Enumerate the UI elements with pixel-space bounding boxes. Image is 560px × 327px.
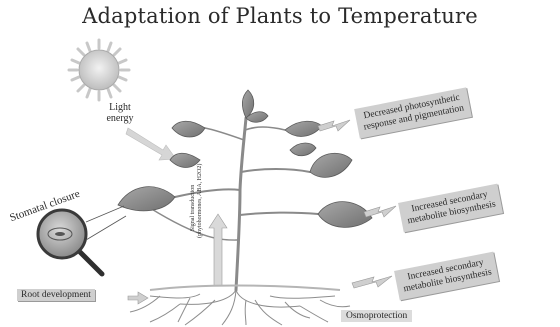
magnifier-icon bbox=[38, 206, 126, 274]
roots bbox=[130, 290, 350, 325]
sun-icon bbox=[69, 40, 129, 100]
signal-transduction-label: Signal transduction (phytohormones, ABA,… bbox=[190, 178, 204, 238]
signal-line2: (phytohormones, ABA, H2O2) bbox=[197, 178, 204, 238]
light-label-line2: energy bbox=[97, 113, 143, 124]
light-label-line1: Light bbox=[97, 102, 143, 113]
root-development-label: Root development bbox=[17, 289, 95, 301]
plant-leaves bbox=[118, 90, 372, 227]
light-energy-label: Light energy bbox=[97, 102, 143, 124]
signal-line1: Signal transduction bbox=[190, 178, 197, 238]
signal-arrow-icon bbox=[209, 214, 227, 286]
osmoprotection-label: Osmoprotection bbox=[341, 310, 412, 322]
light-arrow-icon bbox=[126, 128, 176, 160]
soil-line bbox=[150, 286, 340, 291]
plant-stem bbox=[150, 118, 318, 290]
